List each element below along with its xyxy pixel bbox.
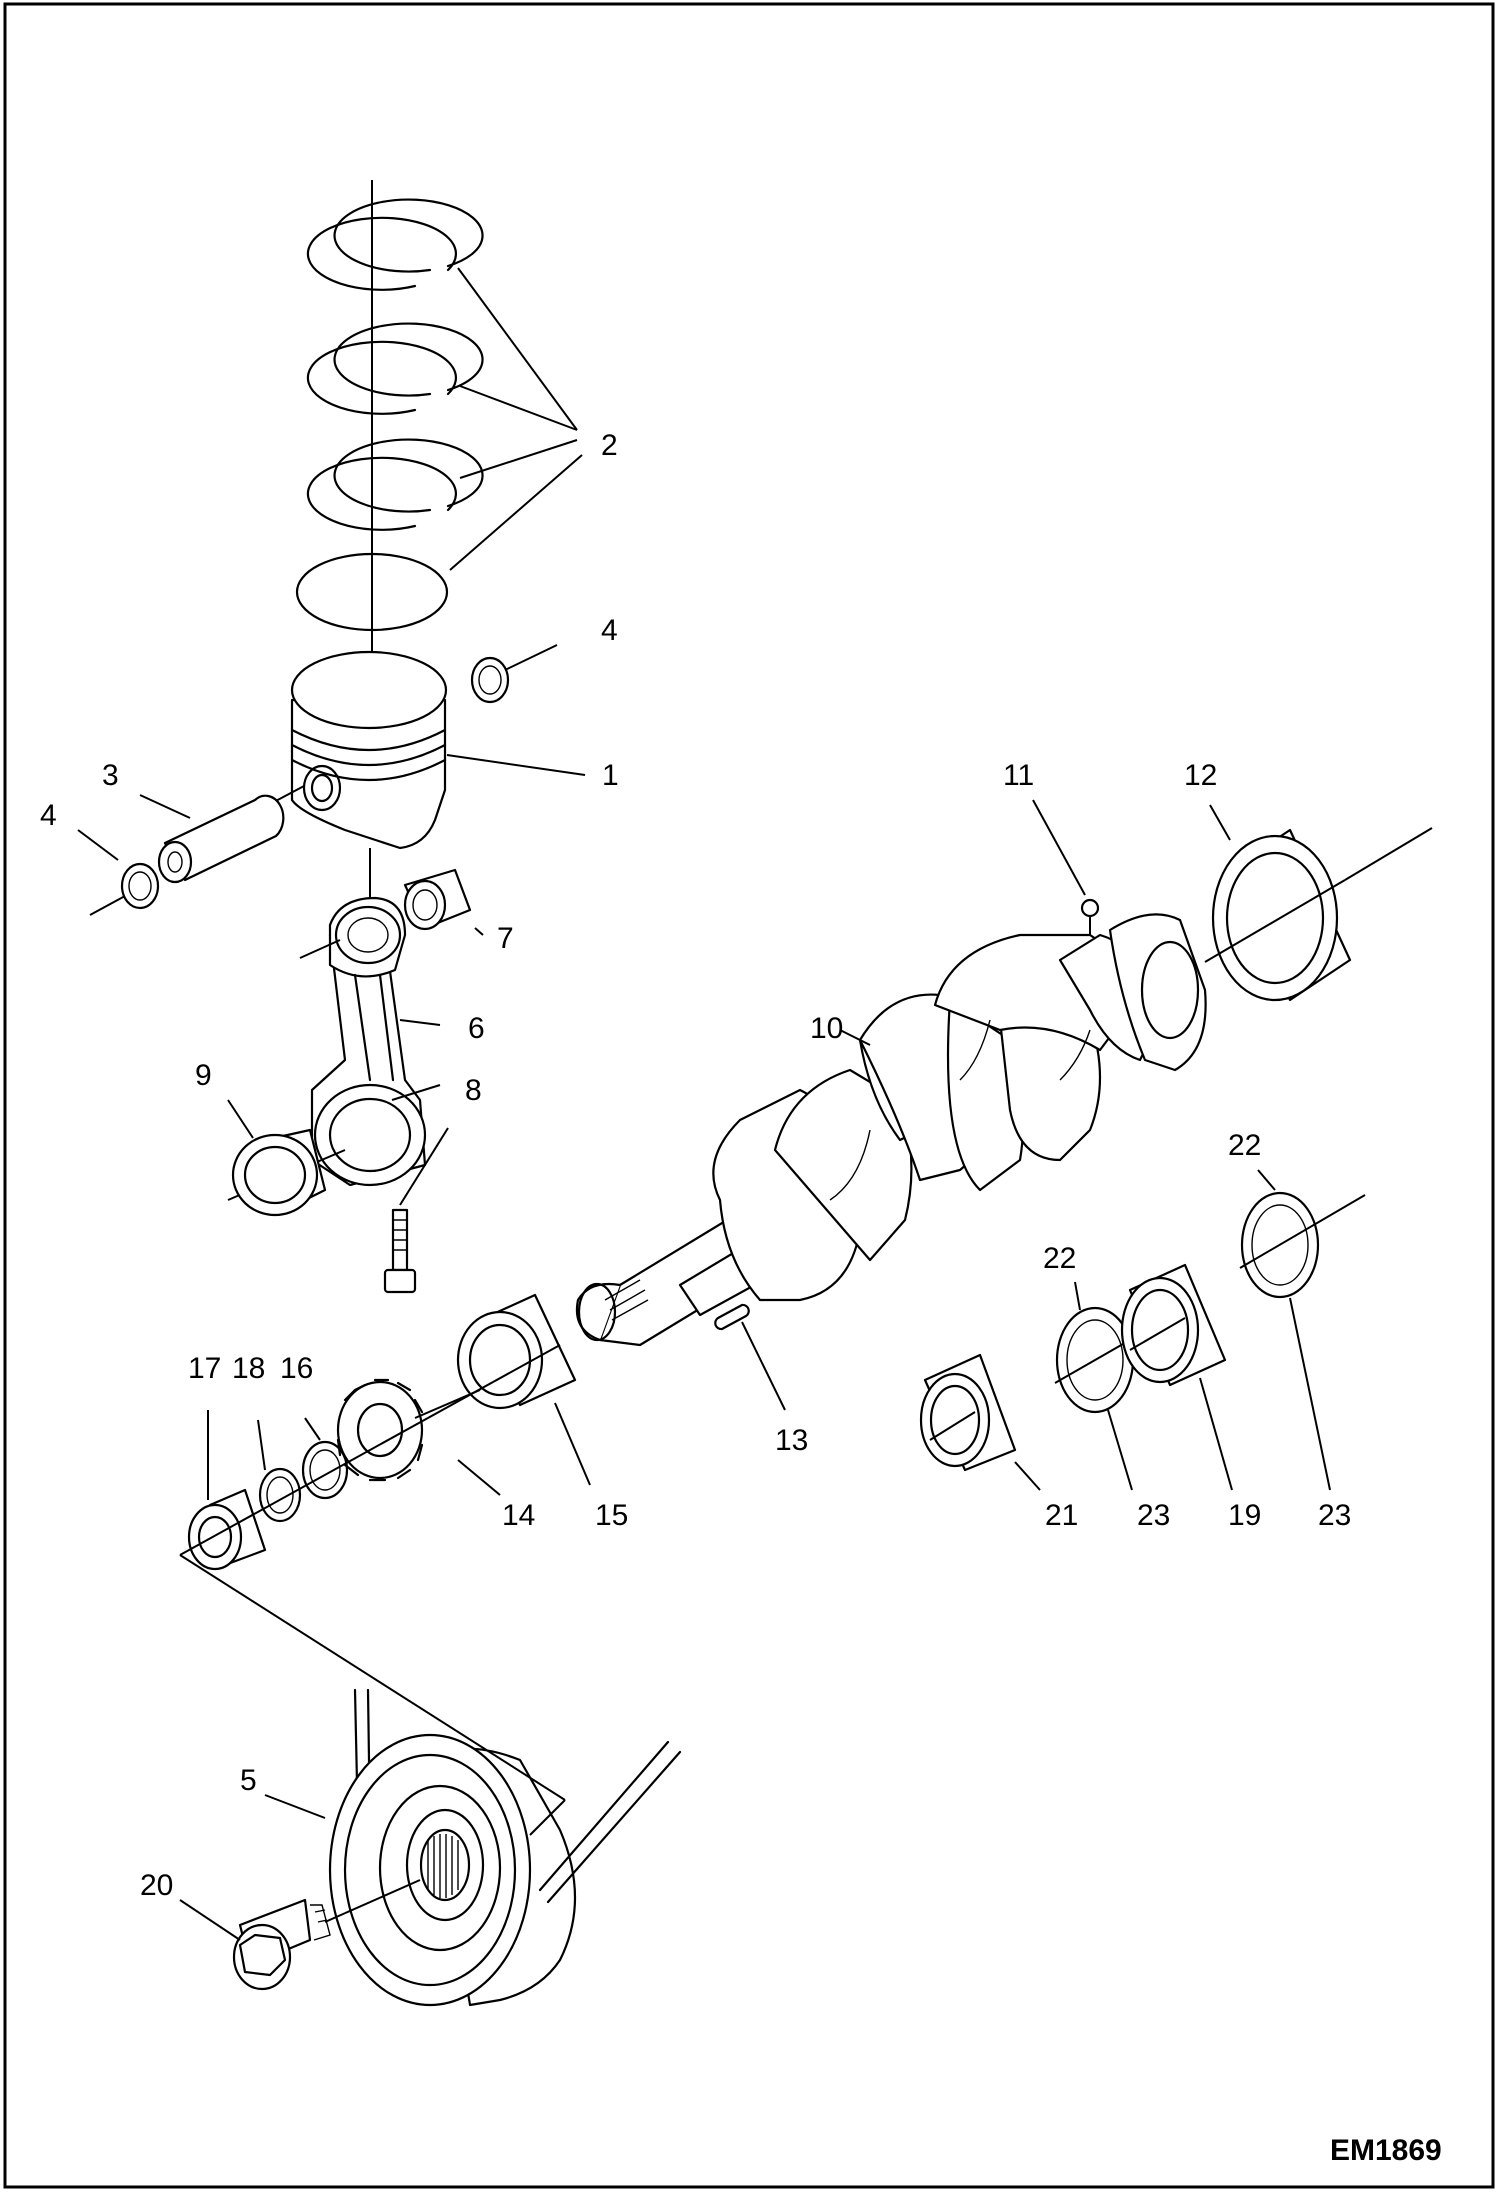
callout-2: 2 bbox=[601, 429, 618, 462]
callout-3: 3 bbox=[102, 759, 119, 792]
callout-23-right: 23 bbox=[1318, 1499, 1351, 1532]
callout-22-right: 22 bbox=[1228, 1129, 1261, 1162]
callout-18: 18 bbox=[232, 1352, 265, 1385]
main-bearing-19 bbox=[1120, 1263, 1227, 1387]
crankshaft bbox=[575, 898, 1207, 1347]
snap-ring-left bbox=[89, 862, 160, 916]
crankshaft-key bbox=[714, 1303, 750, 1331]
piston-pin bbox=[157, 794, 285, 884]
callout-21: 21 bbox=[1045, 1499, 1078, 1532]
washer-18 bbox=[258, 1467, 302, 1523]
main-bearing-21 bbox=[919, 1353, 1017, 1472]
callout-7: 7 bbox=[497, 922, 514, 955]
snap-ring-right bbox=[470, 656, 510, 704]
callout-1: 1 bbox=[602, 759, 619, 792]
crank-pulley bbox=[179, 1554, 682, 2007]
big-end-bearing bbox=[231, 1128, 327, 1217]
callout-13: 13 bbox=[775, 1424, 808, 1457]
callout-20: 20 bbox=[140, 1869, 173, 1902]
callout-11: 11 bbox=[1003, 759, 1034, 792]
washer-16 bbox=[301, 1440, 349, 1500]
callout-10: 10 bbox=[810, 1012, 843, 1045]
thrust-ring-22b bbox=[1239, 1191, 1366, 1299]
drawing-id: EM1869 bbox=[1330, 2134, 1442, 2167]
callout-8: 8 bbox=[465, 1074, 482, 1107]
callout-labels: 1 2 3 4 4 5 6 7 8 9 10 11 12 13 14 15 16… bbox=[40, 429, 1351, 1902]
callout-17: 17 bbox=[188, 1352, 221, 1385]
callout-9: 9 bbox=[195, 1059, 212, 1092]
crank-gear bbox=[336, 1378, 481, 1482]
pulley-bolt bbox=[232, 1879, 421, 1991]
rod-bolt bbox=[383, 1208, 417, 1294]
callout-5: 5 bbox=[240, 1764, 257, 1797]
front-bearing bbox=[456, 1293, 577, 1410]
callout-22-left: 22 bbox=[1043, 1242, 1076, 1275]
callout-12: 12 bbox=[1184, 759, 1217, 792]
piston bbox=[254, 650, 448, 900]
callout-4-right: 4 bbox=[601, 614, 618, 647]
callout-19: 19 bbox=[1228, 1499, 1261, 1532]
callout-4-left: 4 bbox=[40, 799, 57, 832]
callout-14: 14 bbox=[502, 1499, 535, 1532]
small-end-bushing bbox=[403, 868, 472, 931]
border-frame bbox=[3, 2, 1495, 2189]
callout-6: 6 bbox=[468, 1012, 485, 1045]
connecting-rod bbox=[227, 896, 427, 1201]
callout-16: 16 bbox=[280, 1352, 313, 1385]
collar-17 bbox=[179, 1344, 561, 1571]
crankshaft-plug bbox=[1080, 898, 1100, 918]
leader-lines bbox=[77, 267, 1331, 1941]
rear-oil-seal bbox=[1204, 827, 1433, 1002]
callout-15: 15 bbox=[595, 1499, 628, 1532]
piston-rings bbox=[295, 180, 484, 690]
callout-23-left: 23 bbox=[1137, 1499, 1170, 1532]
